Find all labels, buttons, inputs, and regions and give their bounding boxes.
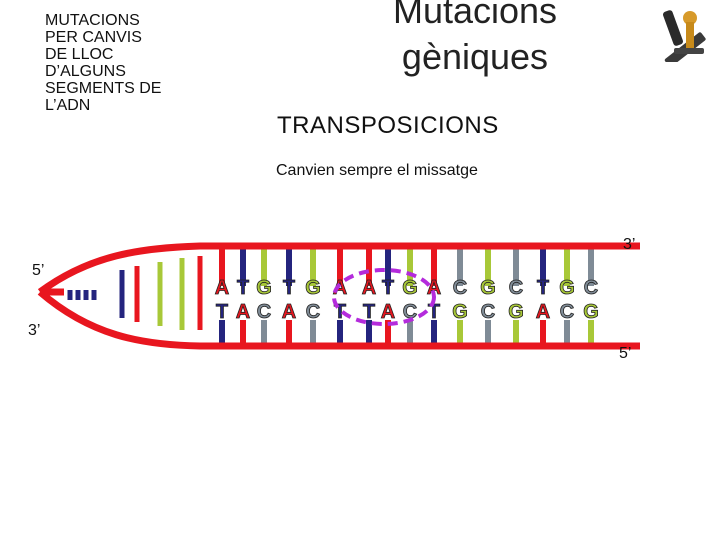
top-base-letter: T: [537, 277, 549, 299]
label-left-upper: 5’: [32, 262, 45, 279]
top-base-letter: G: [559, 277, 575, 299]
bottom-base-letter: T: [216, 301, 228, 323]
bottom-backbone: [37, 289, 640, 350]
top-base-letter: T: [237, 277, 249, 299]
top-base-letter: C: [584, 277, 598, 299]
top-backbone: [37, 242, 640, 295]
bottom-base-letter: G: [583, 301, 599, 323]
dna-tools-icon: [662, 10, 706, 62]
bottom-base-letter: C: [481, 301, 495, 323]
label-bottom-right: 5’: [619, 345, 632, 362]
side-title-line: MUTACIONS: [45, 12, 140, 29]
top-base-letter: G: [480, 277, 496, 299]
bottom-base-letter: C: [560, 301, 574, 323]
top-base-letter: T: [283, 277, 295, 299]
bottom-base-letter: T: [363, 301, 375, 323]
transposed-segment-highlight: [332, 268, 436, 326]
top-base-letter: G: [402, 277, 418, 299]
label-top-right: 3’: [623, 236, 636, 253]
top-base-letter: G: [256, 277, 272, 299]
top-base-letter: A: [427, 277, 441, 299]
bottom-strand-rungs: [219, 320, 594, 346]
page-title: Mutacions gèniques: [370, 0, 580, 80]
side-title-line: L’ADN: [45, 97, 91, 114]
note-text: Canvien sempre el missatge: [276, 162, 478, 179]
bottom-base-letter: A: [381, 301, 395, 323]
bottom-base-letter: A: [282, 301, 296, 323]
bottom-base-letter: C: [306, 301, 320, 323]
bottom-base-letter: A: [236, 301, 250, 323]
bottom-base-letter: C: [403, 301, 417, 323]
side-title-line: SEGMENTS DE: [45, 80, 162, 97]
top-base-letter: A: [333, 277, 347, 299]
top-base-letter: A: [362, 277, 376, 299]
top-base-letter: C: [453, 277, 467, 299]
side-title-line: PER CANVIS: [45, 29, 142, 46]
bottom-base-letter: T: [428, 301, 440, 323]
bottom-base-letter: A: [536, 301, 550, 323]
top-strand-rungs: [67, 248, 594, 330]
side-title-line: D’ALGUNS: [45, 63, 126, 80]
label-left-lower: 3’: [28, 322, 41, 339]
dna-backbones: [37, 242, 640, 350]
side-title: MUTACIONS PER CANVIS DE LLOC D’ALGUNS SE…: [45, 12, 215, 114]
top-base-letter: T: [382, 277, 394, 299]
bottom-base-letter: G: [508, 301, 524, 323]
top-base-letter: G: [305, 277, 321, 299]
page-title-line: Mutacions: [392, 0, 558, 31]
page-title-line: gèniques: [401, 36, 549, 77]
top-base-letter: C: [509, 277, 523, 299]
bottom-base-letter: G: [452, 301, 468, 323]
side-title-line: DE LLOC: [45, 46, 114, 63]
section-subtitle: TRANSPOSICIONS: [277, 112, 499, 139]
bottom-base-letter: C: [257, 301, 271, 323]
top-base-letter: A: [215, 277, 229, 299]
